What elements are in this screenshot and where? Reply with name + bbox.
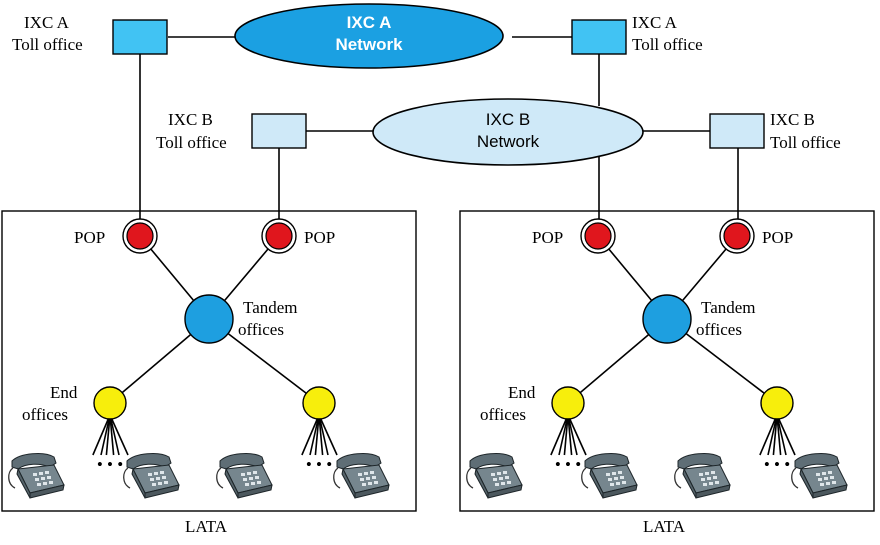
right-end-office-1-line-5 <box>567 414 587 456</box>
right-ellipsis-1: • • • <box>555 455 581 474</box>
ixc-a-network-line1: IXC A <box>347 13 392 32</box>
telephone-icon <box>333 452 390 499</box>
ixc-b-network-line2: Network <box>477 132 540 151</box>
toll-office-ixc-b-right-line2: Toll office <box>770 133 841 152</box>
telephone-icon <box>581 452 638 499</box>
left-end-office-1-line-1 <box>100 414 111 456</box>
ixc-a-network-line2: Network <box>335 35 403 54</box>
right-end-offices-label-line1: End <box>508 383 536 402</box>
toll-office-ixc-a-left: IXC A Toll office <box>12 13 168 55</box>
telephone-icon <box>674 452 731 499</box>
left-end-office-1-line-4 <box>109 414 120 456</box>
left-tandem-label-line2: offices <box>238 320 284 339</box>
right-tandem-label-line1: Tandem <box>701 298 756 317</box>
right-end-office-1 <box>551 386 585 420</box>
toll-office-ixc-a-left-line2: Toll office <box>12 35 83 54</box>
toll-office-ixc-a-right-line1: IXC A <box>632 13 678 32</box>
left-end-office-2-line-4 <box>318 414 329 456</box>
left-end-office-1-line-0 <box>92 414 111 456</box>
ixc-b-network-line1: IXC B <box>486 110 530 129</box>
left-end-office-2-line-3 <box>318 414 324 456</box>
left-pop-2 <box>261 218 297 254</box>
telephone-icon <box>216 452 273 499</box>
right-pop-2-label: POP <box>762 228 793 247</box>
telephone-icon <box>791 452 848 499</box>
telephone-icon <box>8 452 65 499</box>
right-lata-box <box>459 210 875 512</box>
right-end-office-2-line-0 <box>759 414 778 456</box>
ixc-b-network: IXC B Network <box>372 98 644 166</box>
left-end-office-2-line-1 <box>309 414 320 456</box>
right-end-office-1-line-1 <box>558 414 569 456</box>
right-tandem-label-line2: offices <box>696 320 742 339</box>
right-end-office-2-line-4 <box>776 414 787 456</box>
right-pop-1-label: POP <box>532 228 563 247</box>
left-ellipsis-2: • • • <box>306 455 332 474</box>
left-end-offices-label-line2: offices <box>22 405 68 424</box>
toll-office-ixc-b-left: IXC B Toll office <box>156 110 307 152</box>
left-end-office-1-line-3 <box>109 414 115 456</box>
left-end-office-1-line-5 <box>109 414 129 456</box>
right-end-office-1-line-3 <box>567 414 573 456</box>
left-tandem-office <box>184 294 234 344</box>
left-end-office-1-line-2 <box>105 414 111 456</box>
right-end-office-2-line-1 <box>767 414 778 456</box>
left-end-offices-label-line1: End <box>50 383 78 402</box>
right-pop-2 <box>719 218 755 254</box>
telephone-icon <box>466 452 523 499</box>
toll-office-ixc-a-left-line1: IXC A <box>24 13 70 32</box>
right-end-office-2 <box>760 386 794 420</box>
right-end-office-1-line-2 <box>563 414 569 456</box>
left-pop-2-label: POP <box>304 228 335 247</box>
left-pop-1 <box>122 218 158 254</box>
toll-office-ixc-b-right-line1: IXC B <box>770 110 815 129</box>
toll-office-ixc-a-right: IXC A Toll office <box>571 13 703 55</box>
left-tandem-label-line1: Tandem <box>243 298 298 317</box>
toll-office-ixc-b-right: IXC B Toll office <box>709 110 841 152</box>
left-end-office-1 <box>93 386 127 420</box>
right-end-office-2-line-5 <box>776 414 796 456</box>
toll-office-ixc-a-right-line2: Toll office <box>632 35 703 54</box>
left-lata-label: LATA <box>185 517 228 536</box>
telephone-icon <box>123 452 180 499</box>
ixc-a-network: IXC A Network <box>234 3 504 69</box>
right-end-offices-label-line2: offices <box>480 405 526 424</box>
left-lata-box <box>1 210 417 512</box>
right-end-office-2-line-2 <box>772 414 778 456</box>
left-pop-1-label: POP <box>74 228 105 247</box>
right-end-office-1-line-0 <box>550 414 569 456</box>
toll-office-ixc-b-left-line1: IXC B <box>168 110 213 129</box>
right-end-office-1-line-4 <box>567 414 578 456</box>
right-end-office-2-line-3 <box>776 414 782 456</box>
left-end-office-2-line-0 <box>301 414 320 456</box>
right-pop-1 <box>580 218 616 254</box>
left-end-office-2 <box>302 386 336 420</box>
left-end-office-2-line-2 <box>314 414 320 456</box>
right-tandem-office <box>642 294 692 344</box>
right-ellipsis-2: • • • <box>764 455 790 474</box>
right-lata-label: LATA <box>643 517 686 536</box>
left-ellipsis-1: • • • <box>97 455 123 474</box>
left-end-office-2-line-5 <box>318 414 338 456</box>
toll-office-ixc-b-left-line2: Toll office <box>156 133 227 152</box>
